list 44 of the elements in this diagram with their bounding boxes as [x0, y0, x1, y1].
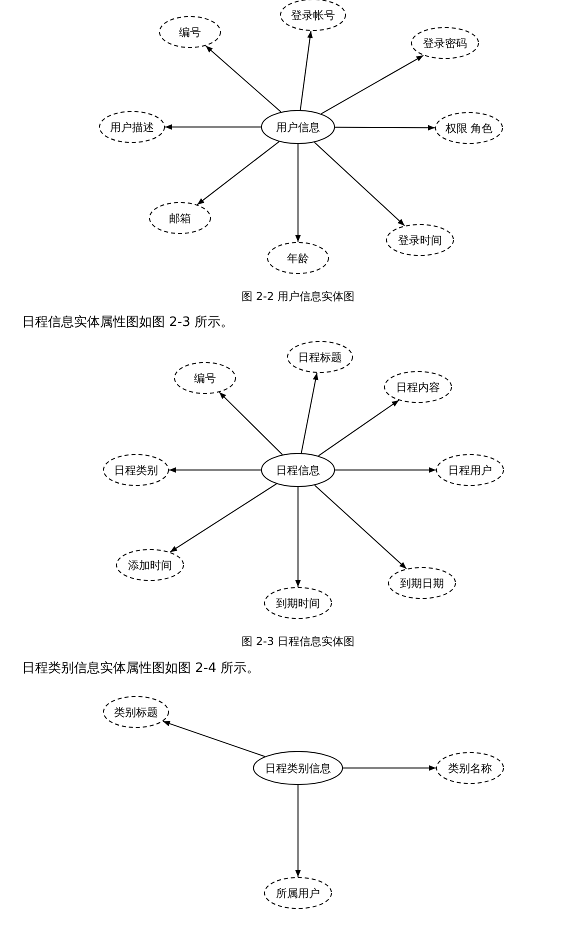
attribute-ellipse: 登录时间	[386, 224, 454, 256]
figure-caption: 图 2-2 用户信息实体图	[242, 289, 354, 304]
attribute-ellipse: 编号	[174, 362, 236, 394]
figure-caption: 图 2-3 日程信息实体图	[242, 634, 354, 649]
attribute-ellipse: 登录密码	[411, 27, 479, 59]
arrow	[334, 467, 436, 473]
attribute-ellipse: 到期时间	[264, 587, 332, 619]
entity-ellipse: 日程类别信息	[253, 751, 343, 785]
arrow	[314, 142, 406, 226]
attribute-ellipse: 日程内容	[384, 371, 452, 403]
arrow	[300, 30, 313, 110]
arrow	[295, 784, 301, 878]
attribute-ellipse: 年龄	[267, 242, 329, 274]
attribute-ellipse: 日程标题	[287, 341, 353, 373]
attribute-ellipse: 类别名称	[436, 752, 504, 784]
attribute-ellipse: 所属用户	[264, 877, 332, 909]
arrow	[295, 144, 301, 242]
arrow	[318, 400, 400, 456]
attribute-ellipse: 添加时间	[116, 549, 184, 581]
arrow	[300, 372, 318, 454]
arrow	[168, 467, 262, 473]
entity-ellipse: 日程信息	[261, 453, 335, 487]
arrow	[205, 45, 282, 112]
arrow	[162, 720, 266, 757]
arrow	[295, 486, 301, 588]
attribute-ellipse: 用户描述	[99, 111, 165, 143]
arrow	[218, 392, 283, 456]
arrow	[320, 54, 424, 114]
arrow	[196, 141, 280, 206]
attribute-ellipse: 类别标题	[103, 696, 169, 728]
arrow	[314, 484, 407, 570]
body-text: 日程类别信息实体属性图如图 2-4 所示。	[22, 660, 260, 677]
body-text: 日程信息实体属性图如图 2-3 所示。	[22, 314, 234, 331]
attribute-ellipse: 权限 角色	[435, 112, 503, 144]
attribute-ellipse: 日程用户	[436, 454, 504, 486]
attribute-ellipse: 编号	[159, 16, 221, 48]
arrow	[170, 483, 277, 553]
arrow	[342, 765, 436, 771]
attribute-ellipse: 到期日期	[388, 567, 456, 599]
attribute-ellipse: 日程类别	[103, 454, 169, 486]
entity-ellipse: 用户信息	[261, 110, 335, 144]
arrow	[334, 124, 436, 131]
attribute-ellipse: 邮箱	[149, 202, 211, 234]
arrow	[164, 124, 262, 130]
